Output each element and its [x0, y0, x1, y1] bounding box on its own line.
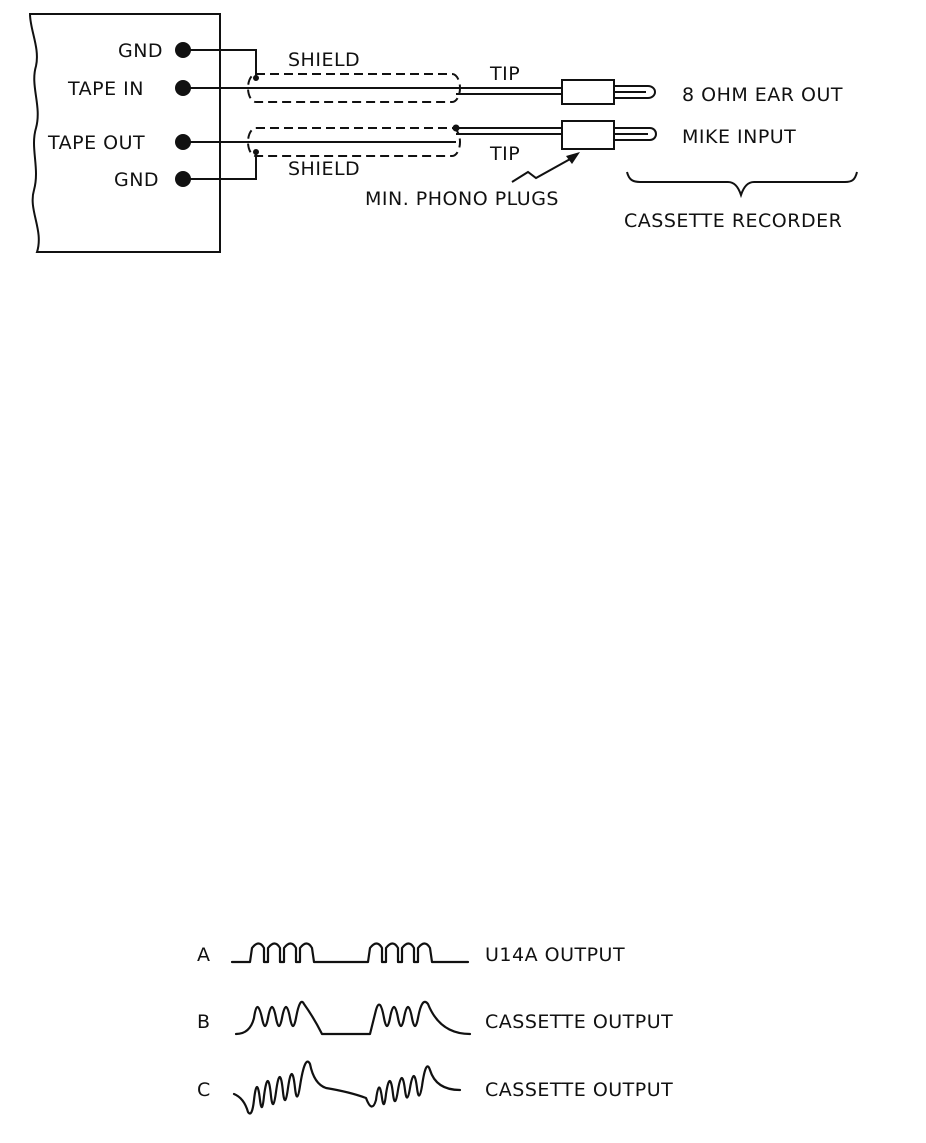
label-gnd-top: GND [118, 40, 163, 62]
phono-plug-arrow [511, 152, 580, 183]
board-outline [28, 13, 221, 253]
label-tape-in: TAPE IN [67, 78, 144, 100]
waveform-a [230, 942, 470, 964]
recorder-brace [626, 171, 858, 199]
waveform-c [232, 1060, 462, 1115]
waveform-b-letter: B [197, 1011, 211, 1033]
label-gnd-bottom: GND [114, 169, 159, 191]
label-phono-plugs: MIN. PHONO PLUGS [365, 188, 559, 210]
label-mike-input: MIKE INPUT [682, 126, 796, 148]
cable-tape-in [183, 49, 656, 105]
label-cassette-recorder: CASSETTE RECORDER [624, 210, 842, 232]
label-ear-out: 8 OHM EAR OUT [682, 84, 843, 106]
waveform-c-letter: C [197, 1079, 211, 1101]
waveform-a-label: U14A OUTPUT [485, 944, 625, 966]
label-tip-bottom: TIP [489, 143, 520, 165]
label-tape-out: TAPE OUT [47, 132, 145, 154]
label-shield-bottom: SHIELD [288, 158, 360, 180]
waveform-b [234, 1000, 472, 1036]
waveform-a-letter: A [197, 944, 211, 966]
label-shield-top: SHIELD [288, 49, 360, 71]
cable-tape-out [183, 120, 657, 180]
waveform-b-label: CASSETTE OUTPUT [485, 1011, 673, 1033]
label-tip-top: TIP [489, 63, 520, 85]
waveform-c-label: CASSETTE OUTPUT [485, 1079, 673, 1101]
